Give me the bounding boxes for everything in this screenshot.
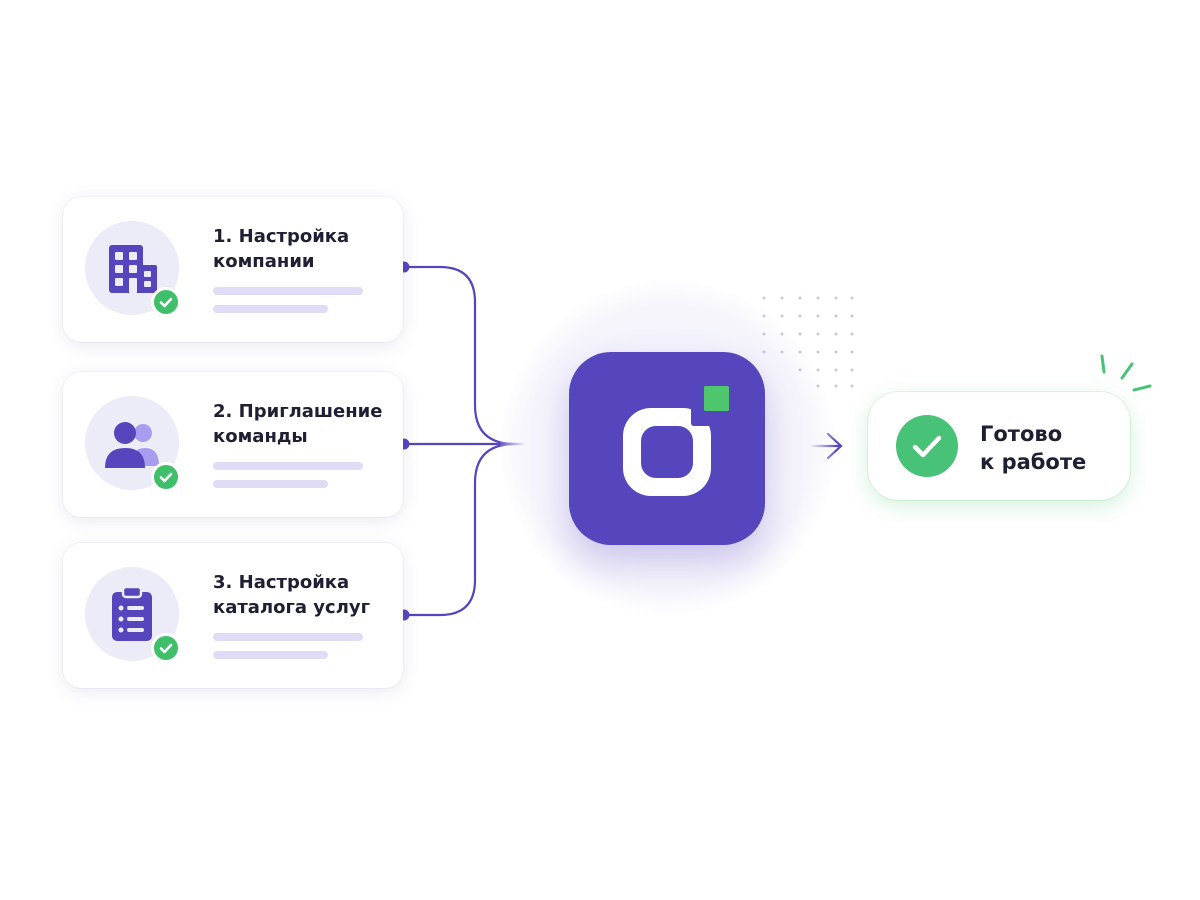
clipboard-list-icon — [112, 585, 152, 641]
check-icon — [159, 297, 173, 308]
placeholder-bar — [213, 305, 328, 313]
step-card-service-catalog: 3. Настройка каталога услуг — [63, 543, 403, 688]
check-icon — [159, 643, 173, 654]
step-title: 2. Приглашение команды — [213, 401, 383, 447]
connector-step-1 — [402, 265, 542, 446]
check-circle-icon — [912, 435, 942, 458]
ready-check-circle — [896, 415, 958, 477]
ready-status-card: Готово к работе — [868, 392, 1130, 500]
completed-check-badge — [151, 633, 181, 663]
placeholder-bar — [213, 480, 328, 488]
step-title: 3. Настройка каталога услуг — [213, 572, 371, 618]
app-logo-icon — [623, 386, 729, 496]
step-card-company-setup: 1. Настройка компании — [63, 197, 403, 342]
placeholder-bar — [213, 462, 363, 470]
decorative-dot-grid — [762, 296, 854, 388]
connector-step-3 — [402, 442, 517, 617]
step-title: 1. Настройка компании — [213, 226, 350, 272]
app-hub-tile — [569, 352, 765, 545]
completed-check-badge — [151, 462, 181, 492]
office-building-icon — [109, 245, 157, 293]
completed-check-badge — [151, 287, 181, 317]
placeholder-bar — [213, 287, 363, 295]
step-card-team-invite: 2. Приглашение команды — [63, 372, 403, 517]
ready-status-text: Готово к работе — [980, 422, 1087, 474]
team-users-icon — [105, 422, 159, 468]
sparkle-icon — [1100, 354, 1152, 392]
check-icon — [159, 472, 173, 483]
placeholder-bar — [213, 633, 363, 641]
placeholder-bar — [213, 651, 328, 659]
